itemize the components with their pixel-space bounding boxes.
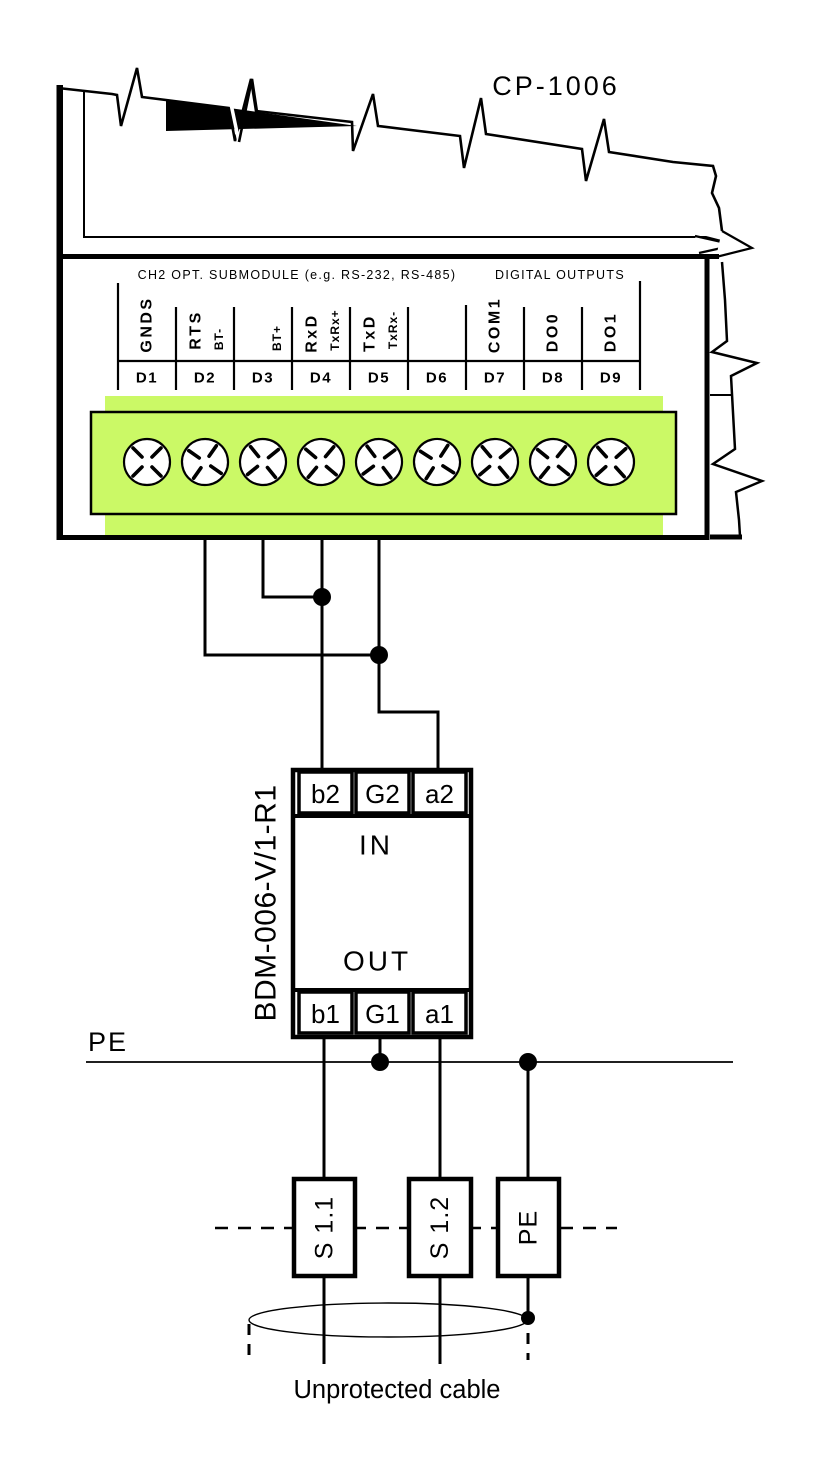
wedge-lightning-slit (229, 103, 241, 143)
pin-id-d3: D3 (252, 370, 274, 387)
pin-id-d1: D1 (136, 370, 158, 387)
box-pe (495, 1176, 562, 1279)
ch2-submodule-header: CH2 OPT. SUBMODULE (e.g. RS-232, RS-485) (138, 268, 457, 282)
terminal-a2-label: a2 (425, 779, 454, 809)
screw-terminal-d2 (180, 437, 230, 487)
screw-terminal-d1 (122, 437, 172, 487)
box-s11-label: S 1.1 (311, 1196, 339, 1259)
cable-caption: Unprotected cable (294, 1376, 501, 1404)
terminal-section-border (57, 254, 710, 540)
pin-id-d2: D2 (194, 370, 216, 387)
terminal-label-rxd: RxD (304, 313, 321, 353)
torn-chevron-outer (715, 230, 755, 259)
wire-d5-to-a2 (377, 539, 440, 770)
screw-terminal-d8 (528, 437, 578, 487)
pe-rail: PE (86, 1027, 733, 1063)
pin-id-d7: D7 (484, 370, 506, 387)
box-s12 (406, 1176, 474, 1279)
terminal-sublabel-txrx-plus: TxRx+ (328, 309, 342, 350)
module-model-label: BDM-006-V/1-R1 (250, 784, 283, 1021)
terminal-label-com1: COM1 (487, 297, 504, 353)
terminal-sublabel-bt-minus: BT- (212, 328, 226, 350)
wire-d3 (261, 539, 322, 599)
terminal-box-b2 (297, 770, 354, 815)
terminal-label-rts: RTS (188, 310, 205, 350)
terminal-sublabel-bt-plus: BT+ (270, 325, 284, 351)
terminal-box-a1 (411, 990, 468, 1035)
pin-id-d8: D8 (542, 370, 564, 387)
screw-terminal-d3 (238, 437, 288, 487)
cable-shield: Unprotected cable (247, 1302, 535, 1404)
pin-id-d5: D5 (368, 370, 390, 387)
box-pe-label: PE (515, 1210, 543, 1245)
box-s11 (291, 1176, 358, 1279)
cable-boxes: S 1.1 S 1.2 PE (215, 1176, 617, 1279)
digital-outputs-header: DIGITAL OUTPUTS (495, 268, 625, 282)
terminal-g2-label: G2 (365, 779, 400, 809)
terminal-label-do1: DO1 (603, 312, 620, 352)
shield-bond-dot (521, 1311, 535, 1325)
junction-dot-pe-drop (519, 1053, 537, 1071)
column-dividers (116, 281, 642, 390)
terminal-box-b1 (297, 990, 354, 1035)
torn-top-edge (57, 67, 724, 232)
wiring-top (203, 539, 440, 770)
terminal-sublabel-txrx-minus: TxRx- (386, 311, 400, 349)
screw-terminal-d5 (354, 437, 404, 487)
pe-rail-label: PE (88, 1027, 128, 1057)
wedge-lightning-spike (237, 78, 259, 143)
module-in-label: IN (359, 830, 393, 861)
terminal-b1-label: b1 (311, 999, 340, 1029)
terminal-label-txd: TxD (362, 314, 379, 352)
terminal-a1-label: a1 (425, 999, 454, 1029)
terminal-section: CH2 OPT. SUBMODULE (e.g. RS-232, RS-485)… (57, 254, 766, 540)
screw-terminal-d7 (470, 437, 520, 487)
pin-id-d6: D6 (426, 370, 448, 387)
pin-id-d4: D4 (310, 370, 332, 387)
terminal-box-a2 (411, 770, 468, 815)
terminal-g1-label: G1 (365, 999, 400, 1029)
screw-terminals (122, 437, 636, 487)
junction-dot-2 (370, 646, 388, 664)
terminal-label-do0: DO0 (545, 312, 562, 352)
terminal-b2-label: b2 (311, 779, 340, 809)
torn-right-edge (709, 261, 766, 537)
box-s12-label: S 1.2 (426, 1196, 454, 1259)
surge-protector-module: b2 G2 a2 IN OUT b1 G1 a1 BDM-006-V/1-R1 (250, 767, 474, 1040)
screw-terminal-d4 (296, 437, 346, 487)
terminal-box-g2 (354, 770, 411, 815)
pin-id-d9: D9 (600, 370, 622, 387)
screw-terminal-d6 (412, 437, 462, 487)
device-title: CP-1006 (492, 71, 620, 101)
torn-edge-wedge (166, 99, 357, 131)
junction-dot-1 (313, 588, 331, 606)
cable-shield-ellipse (248, 1302, 528, 1338)
junction-dot-g1-pe (371, 1053, 389, 1071)
terminal-box-g1 (354, 990, 411, 1035)
screw-terminal-d9 (586, 437, 636, 487)
module-out-label: OUT (343, 946, 411, 977)
terminal-label-gnds: GNDS (139, 296, 156, 352)
